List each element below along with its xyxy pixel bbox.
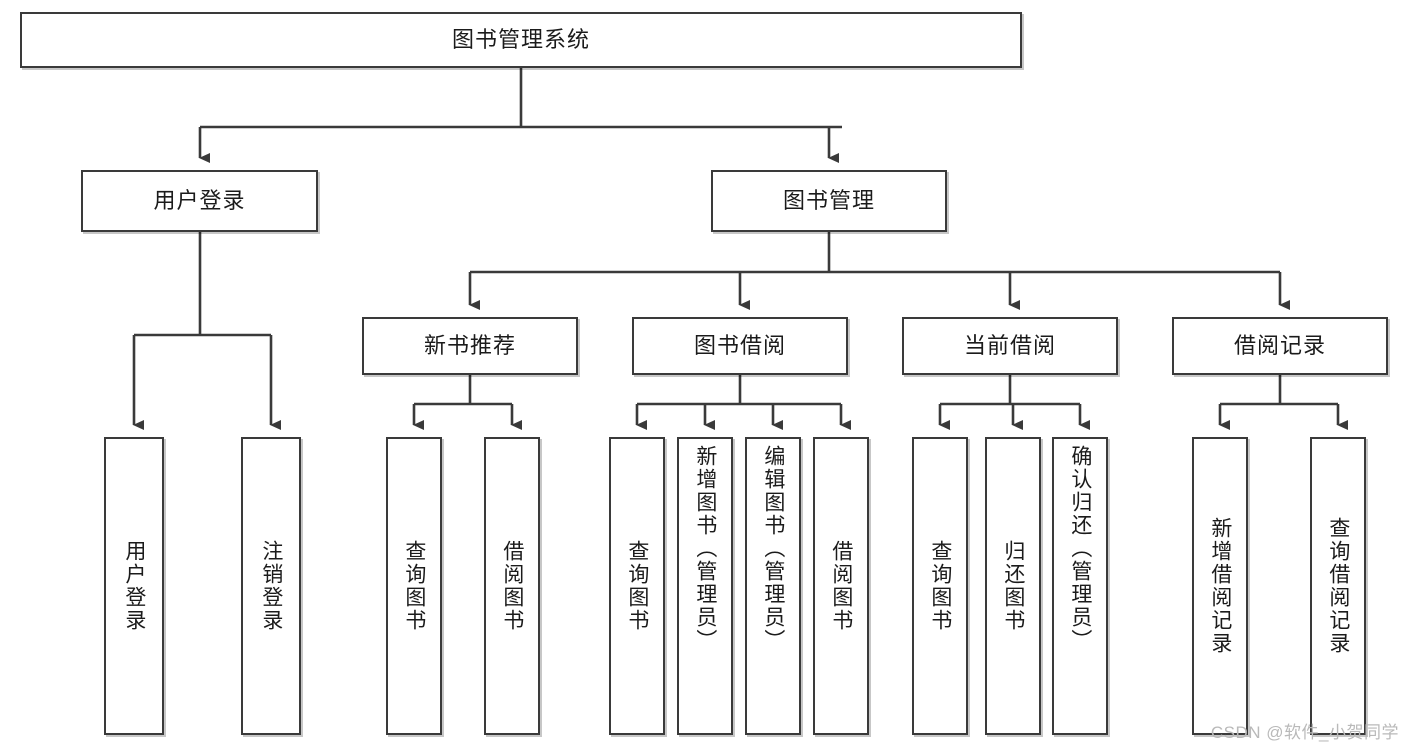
node-leaf-add-borrow-record-label: 新增借阅记录	[1208, 517, 1232, 655]
node-leaf-edit-book-admin-label: 编辑图书（管理员）	[761, 445, 785, 652]
node-root[interactable]: 图书管理系统	[20, 12, 1022, 68]
node-user-login-label: 用户登录	[153, 188, 246, 214]
node-current-borrow[interactable]: 当前借阅	[902, 317, 1118, 375]
node-leaf-query-book-3-label: 查询图书	[928, 540, 952, 632]
node-borrow-record-label: 借阅记录	[1233, 333, 1326, 359]
node-leaf-query-borrow-record-label: 查询借阅记录	[1326, 517, 1350, 655]
node-leaf-user-login[interactable]: 用户登录	[104, 437, 164, 735]
node-leaf-query-borrow-record[interactable]: 查询借阅记录	[1310, 437, 1366, 735]
node-leaf-edit-book-admin[interactable]: 编辑图书（管理员）	[745, 437, 801, 735]
node-new-book-recommend[interactable]: 新书推荐	[362, 317, 578, 375]
node-leaf-return-book-label: 归还图书	[1001, 540, 1025, 632]
node-leaf-query-book-1[interactable]: 查询图书	[386, 437, 442, 735]
node-leaf-borrow-book-2[interactable]: 借阅图书	[813, 437, 869, 735]
node-leaf-user-login-label: 用户登录	[122, 540, 146, 632]
node-book-manage-label: 图书管理	[782, 188, 875, 214]
node-leaf-user-logout-label: 注销登录	[259, 540, 283, 632]
node-current-borrow-label: 当前借阅	[963, 333, 1056, 359]
node-leaf-query-book-1-label: 查询图书	[402, 540, 426, 632]
node-leaf-query-book-3[interactable]: 查询图书	[912, 437, 968, 735]
node-leaf-borrow-book-1[interactable]: 借阅图书	[484, 437, 540, 735]
node-leaf-return-book[interactable]: 归还图书	[985, 437, 1041, 735]
node-leaf-confirm-return-label: 确认归还（管理员）	[1068, 445, 1092, 652]
node-leaf-add-book-admin-label: 新增图书（管理员）	[693, 445, 717, 652]
node-borrow-record[interactable]: 借阅记录	[1172, 317, 1388, 375]
node-book-manage[interactable]: 图书管理	[711, 170, 947, 232]
node-leaf-add-borrow-record[interactable]: 新增借阅记录	[1192, 437, 1248, 735]
node-book-borrow[interactable]: 图书借阅	[632, 317, 848, 375]
watermark: CSDN @软件_小贺同学	[1210, 723, 1399, 742]
node-leaf-add-book-admin[interactable]: 新增图书（管理员）	[677, 437, 733, 735]
node-root-label: 图书管理系统	[451, 27, 590, 53]
node-leaf-borrow-book-2-label: 借阅图书	[829, 540, 853, 632]
node-leaf-borrow-book-1-label: 借阅图书	[500, 540, 524, 632]
node-leaf-user-logout[interactable]: 注销登录	[241, 437, 301, 735]
node-leaf-query-book-2[interactable]: 查询图书	[609, 437, 665, 735]
node-leaf-confirm-return[interactable]: 确认归还（管理员）	[1052, 437, 1108, 735]
node-user-login[interactable]: 用户登录	[81, 170, 318, 232]
node-new-book-recommend-label: 新书推荐	[423, 333, 516, 359]
node-book-borrow-label: 图书借阅	[693, 333, 786, 359]
node-leaf-query-book-2-label: 查询图书	[625, 540, 649, 632]
